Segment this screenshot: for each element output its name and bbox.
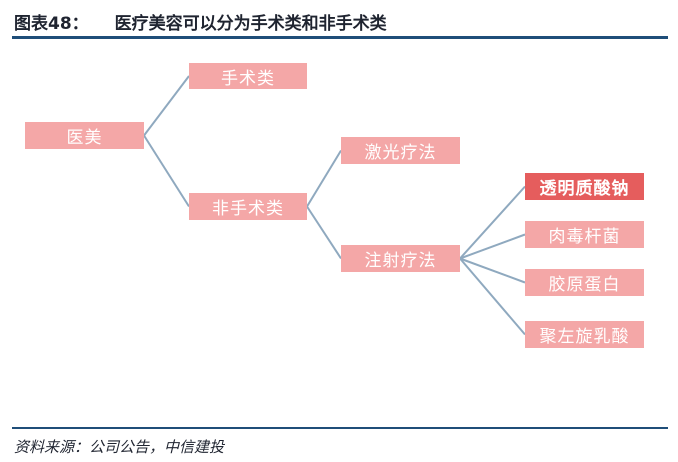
figure-label: 图表48： bbox=[14, 14, 89, 34]
top-rule bbox=[12, 36, 668, 39]
connector-inj-bot bbox=[459, 233, 526, 260]
node-sodium-hyaluronate: 透明质酸钠 bbox=[525, 173, 644, 200]
node-plla: 聚左旋乳酸 bbox=[525, 321, 644, 348]
figure-title: 医疗美容可以分为手术类和非手术类 bbox=[114, 14, 387, 34]
source-note: 资料来源：公司公告，中信建投 bbox=[14, 438, 225, 456]
connector-inj-plla bbox=[459, 257, 526, 336]
connector-inj-col bbox=[459, 257, 526, 284]
node-root: 医美 bbox=[25, 122, 144, 149]
chart-title: 图表48： 医疗美容可以分为手术类和非手术类 bbox=[14, 9, 387, 34]
connector-root-surgical bbox=[143, 75, 190, 137]
node-surgical: 手术类 bbox=[189, 63, 307, 89]
node-non-surgical: 非手术类 bbox=[189, 193, 307, 220]
connector-non-laser bbox=[306, 149, 342, 208]
connector-root-non bbox=[143, 134, 190, 208]
node-collagen: 胶原蛋白 bbox=[525, 269, 644, 296]
connector-non-inj bbox=[306, 205, 342, 260]
node-botulinum: 肉毒杆菌 bbox=[525, 221, 644, 248]
node-laser-therapy: 激光疗法 bbox=[341, 137, 460, 164]
node-injection-therapy: 注射疗法 bbox=[341, 245, 460, 272]
bottom-rule bbox=[12, 427, 668, 429]
connector-inj-ha bbox=[459, 185, 526, 260]
